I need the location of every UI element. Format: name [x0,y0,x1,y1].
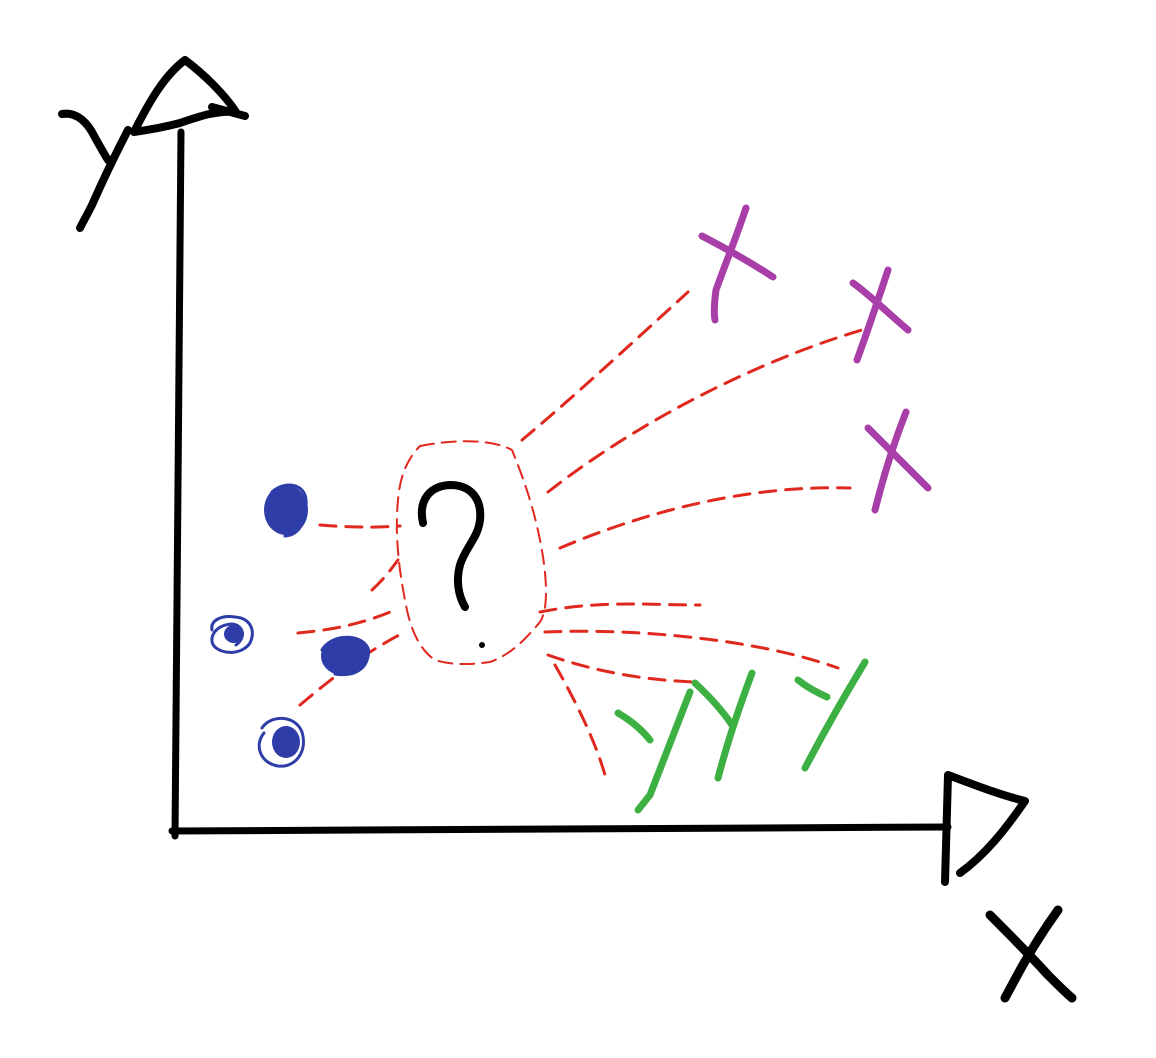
distance-line-blue-2 [296,608,397,635]
y-axis-line [171,128,185,840]
y-axis-arrowhead [130,56,249,136]
distance-line-green-2 [543,629,840,670]
distance-line-purple-1 [520,290,690,442]
axis-labels: Y X [58,94,1077,1003]
blue-points [210,483,371,768]
query-point: ? [417,481,485,648]
distance-line-blue-1 [318,523,402,529]
x-axis-label-strokes [985,905,1077,1003]
question-mark-dot [479,642,485,648]
distance-line-purple-2 [546,328,864,494]
blue-point-1 [264,483,308,538]
distance-line-blue-3 [370,558,400,592]
distance-line-green-1 [538,602,702,614]
purple-points [698,204,932,514]
x-axis-label: X [1000,959,1001,961]
x-axis-line [168,823,952,835]
x-axis-arrowhead [941,771,1029,886]
green-points [614,658,869,814]
axes [130,56,1029,886]
purple-x-mark-1 [698,204,777,324]
purple-x-mark-3 [864,408,932,514]
purple-x-mark-2 [849,266,912,364]
distance-lines [296,290,864,777]
query-symbol: ? [450,559,451,561]
question-mark-icon [417,481,485,611]
y-axis-label-strokes [58,109,132,232]
distance-line-green-4 [553,663,607,777]
query-boundary [395,440,547,666]
blue-point-3 [320,635,371,677]
blue-point-4 [257,716,305,768]
distance-line-purple-3 [558,486,852,550]
green-y-mark-2 [691,669,756,782]
distance-line-green-3 [546,653,697,684]
green-y-mark-3 [794,658,869,772]
blue-point-2 [210,615,254,654]
green-y-mark-1 [614,688,694,814]
y-axis-label: Y [59,94,61,96]
